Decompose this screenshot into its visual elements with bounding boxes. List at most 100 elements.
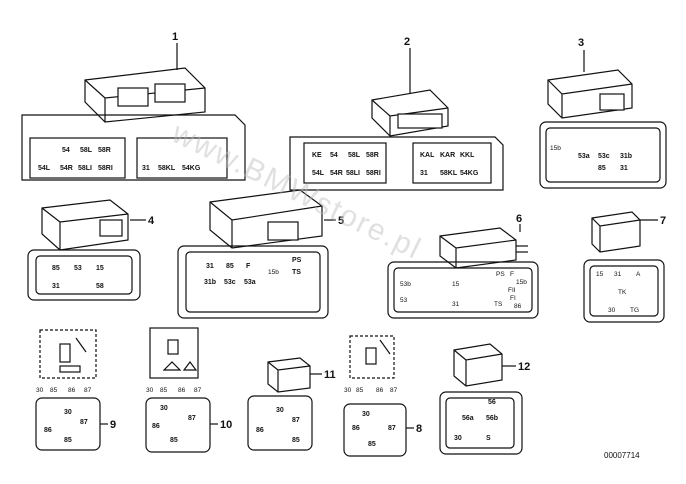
part-10-label-1: 87 xyxy=(188,415,196,422)
part-1-label-4: 54R xyxy=(60,165,73,172)
part-6-number: 6 xyxy=(516,213,522,225)
part-7-label-3: TK xyxy=(618,289,627,296)
part-8-number: 8 xyxy=(416,423,422,435)
part-6-label-10: 86 xyxy=(514,303,522,310)
part-2-label-0: KE xyxy=(312,152,322,159)
part-12-label-4: S xyxy=(486,435,491,442)
part-5-label-2: F xyxy=(246,263,251,270)
part-4-label-2: 15 xyxy=(96,265,104,272)
part-7-number: 7 xyxy=(660,215,666,227)
part-8-connector-face xyxy=(343,403,407,457)
part-5-label-3: 15b xyxy=(268,269,279,276)
part-12-number: 12 xyxy=(518,361,530,373)
part-4-housing xyxy=(41,199,129,251)
part-5-number: 5 xyxy=(338,215,344,227)
part-2-label-3: 58R xyxy=(366,152,379,159)
part-10-label-0: 30 xyxy=(160,405,168,412)
part-3-label-4: 85 xyxy=(598,165,606,172)
part-6-connector-face xyxy=(387,261,539,319)
part-6: 6 53b 15 PS F 15b FII FI 53 31 TS 86 xyxy=(387,213,539,319)
part-6-label-7: 53 xyxy=(400,297,408,304)
part-12-housing xyxy=(453,343,503,387)
part-5-label-5: 53c xyxy=(224,279,236,286)
part-7: 7 15 31 A TK 30 TG xyxy=(583,211,666,323)
part-1-label-2: 58R xyxy=(98,147,111,154)
part-3-number: 3 xyxy=(578,37,584,49)
part-9-schematic xyxy=(39,329,97,379)
part-5-label-8: TS xyxy=(292,269,301,276)
part-5-label-6: 53a xyxy=(244,279,256,286)
part-8-schematic xyxy=(349,335,395,379)
part-2-label-10: KKL xyxy=(460,152,475,159)
part-10-pin-1: 85 xyxy=(160,387,168,394)
watermark: www.BMWstore.pl xyxy=(166,116,427,266)
part-1-label-5: 58LI xyxy=(78,165,92,172)
part-1-connector-face xyxy=(21,114,246,181)
part-5-label-4: 31b xyxy=(204,279,216,286)
part-4-label-3: 31 xyxy=(52,283,60,290)
part-9-pin-0: 30 xyxy=(36,387,44,394)
part-2-label-5: 54R xyxy=(330,170,343,177)
part-2-label-9: KAR xyxy=(440,152,455,159)
part-10-number: 10 xyxy=(220,419,232,431)
part-3-label-3: 31b xyxy=(620,153,632,160)
part-10-connector-face xyxy=(145,397,211,453)
part-4: 4 85 53 15 31 58 xyxy=(27,199,155,301)
part-4-number: 4 xyxy=(148,215,155,227)
part-9-label-3: 85 xyxy=(64,437,72,444)
part-7-label-5: TG xyxy=(630,307,639,314)
part-3-label-0: 15b xyxy=(550,145,561,152)
part-8-label-2: 87 xyxy=(388,425,396,432)
part-10-schematic xyxy=(149,327,199,379)
part-10-pin-3: 87 xyxy=(194,387,202,394)
part-2-connector-face xyxy=(289,136,504,191)
part-2-label-11: 31 xyxy=(420,170,428,177)
part-11-label-2: 87 xyxy=(292,417,300,424)
part-11-label-3: 85 xyxy=(292,437,300,444)
part-5-connector-face xyxy=(177,245,329,319)
part-6-label-0: 53b xyxy=(400,281,411,288)
part-7-connector-face xyxy=(583,259,665,323)
part-4-label-0: 85 xyxy=(52,265,60,272)
catalog-number: 00007714 xyxy=(604,451,640,460)
part-7-housing xyxy=(591,211,641,253)
part-10-label-3: 85 xyxy=(170,437,178,444)
part-11-housing xyxy=(267,357,311,393)
part-6-label-5: FII xyxy=(508,287,516,294)
part-6-label-4: 15b xyxy=(516,279,527,286)
part-1: 1 54 58L 58R 54L 54R 58LI 58RI 31 58KL 5… xyxy=(21,31,246,181)
part-1-label-0: 54 xyxy=(62,147,70,154)
part-6-label-3: F xyxy=(510,271,514,278)
part-10: 30 85 86 87 30 87 86 85 10 xyxy=(145,327,232,453)
part-5-label-7: PS xyxy=(292,257,302,264)
part-3-label-2: 53c xyxy=(598,153,610,160)
part-1-number: 1 xyxy=(172,31,178,43)
part-8-pin-1: 85 xyxy=(356,387,364,394)
part-9-pin-3: 87 xyxy=(84,387,92,394)
part-9-label-0: 30 xyxy=(64,409,72,416)
part-3-connector-face xyxy=(539,121,667,189)
part-1-label-9: 54KG xyxy=(182,165,201,172)
part-11: 11 86 30 87 85 xyxy=(247,357,336,451)
part-8-pin-0: 30 xyxy=(344,387,352,394)
part-8-label-3: 85 xyxy=(368,441,376,448)
part-9-number: 9 xyxy=(110,419,116,431)
part-8: 30 85 86 87 30 86 87 85 8 xyxy=(343,335,422,457)
part-12-label-3: 30 xyxy=(454,435,462,442)
part-4-label-4: 58 xyxy=(96,283,104,290)
part-1-label-3: 54L xyxy=(38,165,51,172)
part-8-label-1: 86 xyxy=(352,425,360,432)
part-6-label-6: FI xyxy=(510,295,516,302)
part-2-label-13: 54KG xyxy=(460,170,479,177)
part-3: 3 15b 53a 53c 31b 85 31 xyxy=(539,37,667,189)
part-12-connector-face xyxy=(439,391,523,455)
part-7-label-4: 30 xyxy=(608,307,616,314)
part-3-label-5: 31 xyxy=(620,165,628,172)
part-12: 12 56 56a 56b 30 S xyxy=(439,343,530,455)
part-11-label-1: 30 xyxy=(276,407,284,414)
part-2-label-2: 58L xyxy=(348,152,361,159)
part-9-label-2: 86 xyxy=(44,427,52,434)
part-7-label-1: 31 xyxy=(614,271,622,278)
part-4-label-1: 53 xyxy=(74,265,82,272)
